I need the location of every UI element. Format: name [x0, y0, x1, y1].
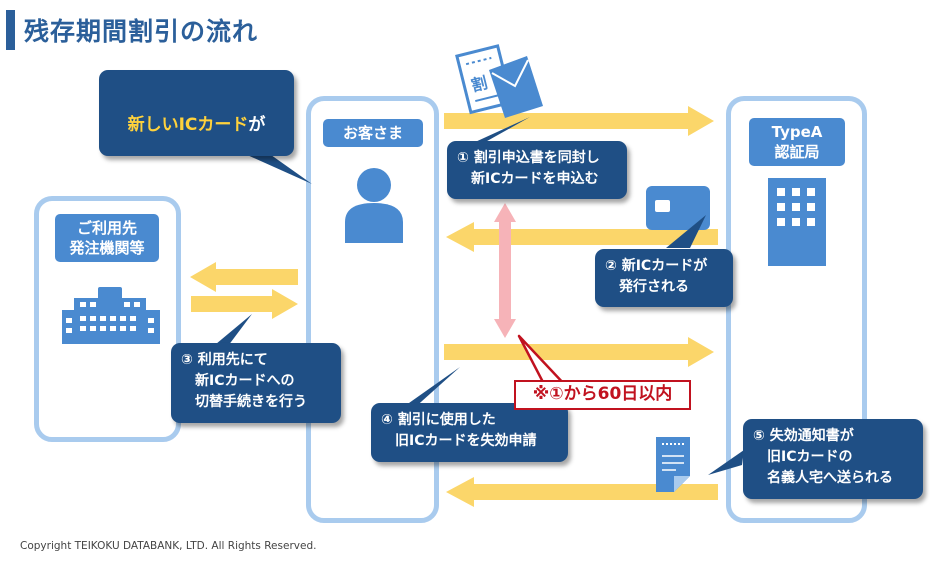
page-title: 残存期間割引の流れ [24, 17, 259, 46]
need-bubble-highlight: 新しいICカード [127, 115, 249, 135]
need-bubble-text-2: 必要になった！ [137, 173, 256, 193]
revocation-notice-icon [656, 437, 690, 492]
step5-callout: ⑤ 失効通知書が 旧ICカードの 名義人宅へ送られる [743, 419, 923, 499]
form-label-text: 割 [469, 73, 489, 95]
step2-tail [666, 215, 706, 248]
envelope-icon [489, 56, 543, 118]
arrow-customer-to-orderer-left [190, 262, 298, 292]
step2-callout: ② 新ICカードが 発行される [595, 249, 733, 307]
need-new-card-bubble: 新しいICカードが 必要になった！ [99, 70, 294, 193]
note-tail [517, 334, 568, 388]
ca-building-icon [768, 178, 826, 266]
arrow-step5-left [446, 477, 718, 507]
step4-callout: ④ 割引に使用した 旧ICカードを失効申請 [371, 403, 568, 462]
ca-panel-title: TypeA 認証局 [749, 118, 845, 166]
step3-callout: ③ 利用先にて 新ICカードへの 切替手続きを行う [171, 343, 341, 423]
orderer-building-icon [62, 287, 160, 344]
customer-panel-title: お客さま [323, 119, 423, 147]
step1-tail [462, 117, 530, 148]
copyright-footer: Copyright TEIKOKU DATABANK, LTD. All Rig… [20, 540, 317, 552]
step3-tail [210, 314, 252, 349]
title-accent-bar [6, 10, 15, 50]
step5-tail [708, 450, 744, 475]
person-icon [345, 168, 403, 243]
pink-double-arrow [494, 203, 516, 338]
orderer-panel: ご利用先 発注機関等 [34, 196, 181, 442]
arrow-step4-right [444, 337, 714, 367]
orderer-panel-title: ご利用先 発注機関等 [55, 214, 159, 262]
sixty-day-note: ※①から60日以内 [514, 380, 691, 410]
need-bubble-tail [236, 150, 312, 184]
need-bubble-text-1: が [248, 115, 266, 135]
arrow-orderer-to-customer-right [191, 289, 298, 319]
step1-callout: ① 割引申込書を同封し 新ICカードを申込む [447, 141, 627, 199]
ic-card-icon [646, 186, 710, 230]
